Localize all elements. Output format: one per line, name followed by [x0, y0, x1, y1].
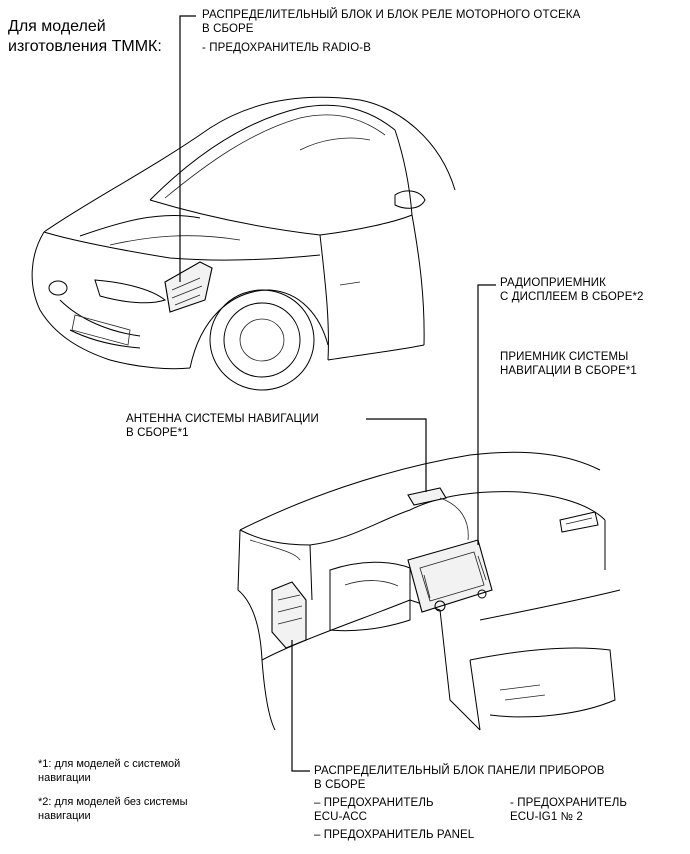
navigation-antenna-label: АНТЕННА СИСТЕМЫ НАВИГАЦИИ В СБОРЕ*1: [126, 412, 319, 441]
ecu-acc-fuse-line1: – ПРЕДОХРАНИТЕЛЬ: [314, 797, 434, 809]
instrument-panel-block-label: РАСПРЕДЕЛИТЕЛЬНЫЙ БЛОК ПАНЕЛИ ПРИБОРОВ В…: [314, 764, 605, 793]
instrument-panel-junction-block: [271, 581, 307, 649]
ecu-ig1-fuse-line2: ECU-IG1 № 2: [510, 811, 583, 824]
navigation-antenna-part: [407, 487, 469, 541]
radio-receiver-line2: С ДИСПЛЕЕМ В СБОРЕ*2: [500, 291, 644, 304]
panel-fuse-label: – ПРЕДОХРАНИТЕЛЬ PANEL: [314, 829, 475, 841]
ecu-acc-fuse-label: – ПРЕДОХРАНИТЕЛЬ ECU-ACC: [314, 796, 434, 825]
engine-room-block-line2: В СБОРЕ: [202, 23, 254, 36]
navigation-receiver-line1: ПРИЕМНИК СИСТЕМЫ: [500, 351, 629, 363]
engine-room-relay-block: [164, 261, 213, 313]
dashboard-illustration: [237, 451, 621, 731]
engine-room-block-line1: РАСПРЕДЕЛИТЕЛЬНЫЙ БЛОК И БЛОК РЕЛЕ МОТОР…: [202, 9, 581, 21]
instrument-panel-block-line2: В СБОРЕ: [314, 779, 366, 792]
instrument-panel-block-line1: РАСПРЕДЕЛИТЕЛЬНЫЙ БЛОК ПАНЕЛИ ПРИБОРОВ: [314, 765, 605, 777]
radio-receiver-part: [407, 539, 493, 613]
car-illustration: [31, 96, 456, 391]
ecu-acc-fuse-line2: ECU-ACC: [314, 811, 368, 824]
ecu-ig1-fuse-line1: - ПРЕДОХРАНИТЕЛЬ: [510, 797, 628, 809]
navigation-antenna-line1: АНТЕННА СИСТЕМЫ НАВИГАЦИИ: [126, 413, 319, 425]
footnote-1-line1: *1: для моделей с системой: [38, 758, 181, 770]
engine-room-block-label: РАСПРЕДЕЛИТЕЛЬНЫЙ БЛОК И БЛОК РЕЛЕ МОТОР…: [202, 8, 580, 55]
leader-lines: [179, 15, 496, 772]
model-title-line1: Для моделей: [8, 18, 106, 35]
footnote-1-line2: навигации: [38, 771, 91, 784]
ecu-ig1-fuse-label: - ПРЕДОХРАНИТЕЛЬ ECU-IG1 № 2: [510, 796, 627, 825]
navigation-receiver-line2: НАВИГАЦИИ В СБОРЕ*1: [500, 365, 637, 378]
footnote-2-line1: *2: для моделей без системы: [38, 796, 188, 808]
footnote-1: *1: для моделей с системой навигации: [38, 758, 180, 786]
footnote-2: *2: для моделей без системы навигации: [38, 796, 188, 824]
navigation-receiver-label: ПРИЕМНИК СИСТЕМЫ НАВИГАЦИИ В СБОРЕ*1: [500, 350, 637, 379]
radio-receiver-label: РАДИОПРИЕМНИК С ДИСПЛЕЕМ В СБОРЕ*2: [500, 276, 644, 305]
footnote-2-line2: навигации: [38, 809, 91, 822]
navigation-antenna-line2: В СБОРЕ*1: [126, 427, 189, 440]
model-title-line2: изготовления ТММК:: [8, 38, 162, 55]
radio-receiver-line1: РАДИОПРИЕМНИК: [500, 277, 606, 289]
radio-b-fuse-label: - ПРЕДОХРАНИТЕЛЬ RADIO-B: [202, 41, 371, 54]
model-title: Для моделей изготовления ТММК:: [8, 17, 162, 57]
